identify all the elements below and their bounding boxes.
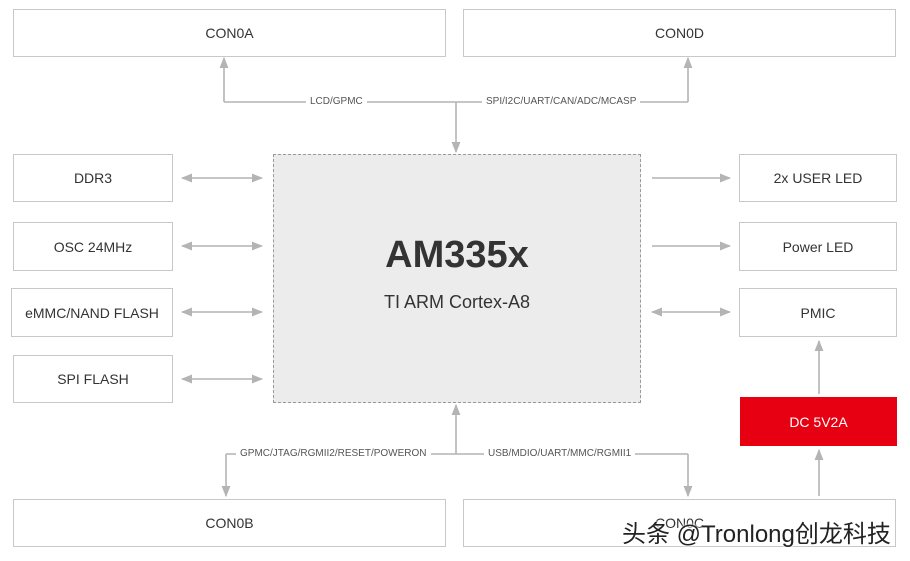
con0b-block: CON0B [13, 499, 446, 547]
cpu-block [273, 154, 641, 403]
con0a-block: CON0A [13, 9, 446, 57]
power-led-label: Power LED [782, 238, 854, 255]
spi-flash-block: SPI FLASH [13, 355, 173, 403]
dc-power-label: DC 5V2A [789, 413, 848, 430]
bus-label-gpmc-jtag: GPMC/JTAG/RGMII2/RESET/POWERON [236, 448, 431, 460]
con0c-label: CON0C [654, 515, 704, 531]
cpu-core: TI ARM Cortex-A8 [383, 292, 531, 312]
power-led-block: Power LED [739, 222, 897, 271]
con0b-label: CON0B [205, 515, 254, 531]
pmic-block: PMIC [739, 288, 897, 337]
pmic-label: PMIC [800, 304, 836, 321]
con0d-label: CON0D [654, 25, 704, 41]
ddr3-block: DDR3 [13, 154, 173, 202]
cpu-name: AM335x [385, 234, 529, 276]
con0d-block: CON0D [463, 9, 896, 57]
emmc-nand-block: eMMC/NAND FLASH [11, 288, 173, 337]
user-led-block: 2x USER LED [739, 154, 897, 202]
user-led-label: 2x USER LED [773, 170, 863, 186]
ddr3-label: DDR3 [73, 170, 113, 186]
osc-block: OSC 24MHz [13, 222, 173, 271]
bus-label-spi-i2c: SPI/I2C/UART/CAN/ADC/MCASP [482, 96, 641, 108]
con0c-block: CON0C [463, 499, 896, 547]
spi-flash-label: SPI FLASH [57, 371, 129, 387]
osc-label: OSC 24MHz [53, 238, 133, 255]
emmc-nand-label: eMMC/NAND FLASH [25, 304, 159, 321]
watermark: 头条 @Tronlong创龙科技 [622, 521, 891, 548]
bus-label-lcd-gpmc: LCD/GPMC [306, 96, 367, 108]
dc-power-block: DC 5V2A [740, 397, 897, 446]
con0a-label: CON0A [205, 25, 254, 41]
bus-label-usb-mdio: USB/MDIO/UART/MMC/RGMII1 [484, 448, 636, 460]
